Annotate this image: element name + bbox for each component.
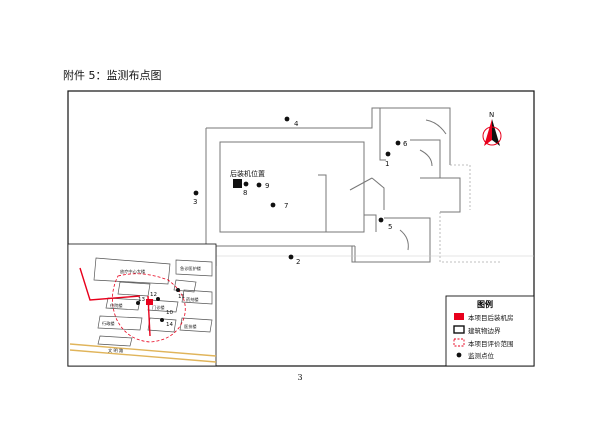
monitoring-point-2: [288, 254, 294, 260]
legend: 图例 本项目后装机房 建筑物边界 本项目评价范围 监测点位: [445, 295, 535, 367]
north-label: N: [489, 111, 494, 119]
point-label-9: 9: [265, 182, 269, 190]
monitoring-point-8: [243, 181, 249, 187]
point-label-13: 13: [138, 297, 145, 303]
inset-label: 住院楼: [110, 302, 123, 309]
legend-red-box-icon: [454, 313, 464, 320]
legend-dot-icon: [456, 352, 462, 358]
map-frame: [67, 90, 535, 367]
point-label-7: 7: [284, 202, 288, 210]
legend-title: 图例: [477, 299, 493, 309]
legend-item-label: 本项目后装机房: [468, 313, 514, 322]
legend-dashed-box-icon: [453, 338, 465, 347]
point-label-11: 11: [178, 294, 185, 300]
legend-item-label: 本项目评价范围: [468, 339, 514, 348]
page-heading: 附件 5：监测布点图: [63, 69, 162, 82]
inset-label: 行政楼: [102, 320, 115, 327]
point-label-10: 10: [166, 310, 173, 316]
inset-label: 药剂楼: [186, 296, 199, 303]
inset-label: 放疗中心大楼: [120, 268, 145, 275]
monitoring-point-1: [385, 151, 391, 157]
point-label-3: 3: [193, 198, 197, 206]
equipment-marker: [233, 179, 242, 188]
legend-item-label: 建筑物边界: [468, 326, 501, 335]
inset-machine-room: [146, 299, 153, 305]
monitoring-point-7: [270, 202, 276, 208]
floor-plan-dashed: [439, 164, 500, 263]
legend-item-label: 监测点位: [468, 351, 495, 360]
point-label-14: 14: [166, 322, 173, 328]
point-label-2: 2: [296, 258, 300, 266]
point-label-4: 4: [294, 120, 299, 128]
inset-label: 文 明 路: [108, 347, 124, 354]
inset-label: 医技楼: [184, 323, 197, 330]
point-label-8: 8: [243, 189, 247, 197]
inset-site-map: 放疗中心大楼 急诊医护楼 住院楼 行政楼 门诊楼 药剂楼 医技楼 文 明 路 1…: [67, 243, 217, 367]
point-label-6: 6: [403, 140, 408, 148]
monitoring-point-5: [378, 217, 384, 223]
point-label-1: 1: [385, 160, 389, 168]
floor-plan: [205, 107, 461, 266]
north-arrow-icon: N: [482, 111, 502, 146]
monitoring-point-6: [395, 140, 401, 146]
monitoring-point-9: [256, 182, 262, 188]
monitoring-point-3: [193, 190, 199, 196]
inset-label: 门诊楼: [152, 304, 165, 311]
legend-black-box-icon: [453, 325, 465, 334]
equipment-label: 后装机位置: [230, 169, 265, 178]
page-number: 3: [297, 373, 303, 382]
monitoring-point-4: [284, 116, 290, 122]
point-label-12: 12: [150, 292, 157, 298]
inset-label: 急诊医护楼: [180, 265, 201, 272]
monitoring-dots: [193, 116, 401, 260]
point-label-5: 5: [388, 223, 392, 231]
